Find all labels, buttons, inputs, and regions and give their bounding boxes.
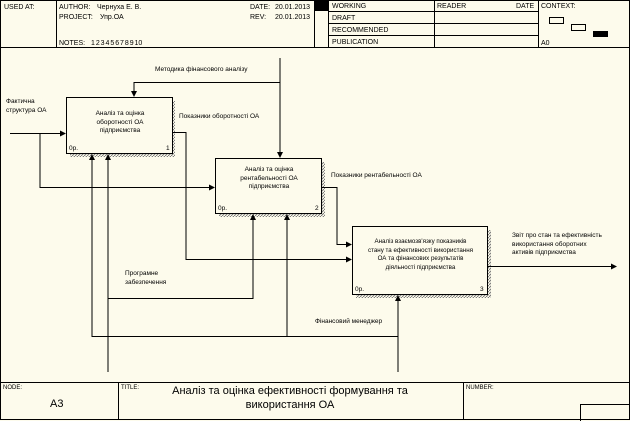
- arrow-output-turnover[interactable]: [173, 132, 348, 260]
- label-line: використання оборотних: [512, 240, 587, 248]
- status-row-divider: [328, 11, 538, 12]
- arrowhead: [395, 295, 401, 301]
- label-output-report: Звіт про стан та ефективність використан…: [512, 232, 602, 258]
- header-divider: [56, 0, 57, 47]
- author-value: Чернуха Е. В.: [97, 4, 142, 11]
- box-1-label: Аналіз та оцінка оборотності ОА підприєм…: [67, 110, 173, 136]
- label-output-turnover: Показники оборотності ОА: [179, 113, 260, 120]
- notes-value: 1 2 3 4 5 6 7 8 9 10: [91, 40, 143, 47]
- arrowhead: [250, 214, 256, 220]
- label-line: Звіт про стан та ефективність: [512, 232, 602, 239]
- arrowhead: [60, 130, 66, 137]
- project-value: Упр.ОА: [100, 14, 124, 21]
- box-3-number: 3: [480, 286, 484, 293]
- title-label: TITLE:: [121, 385, 140, 391]
- footer-divider: [118, 382, 119, 420]
- arrow-output-profitability[interactable]: [322, 187, 348, 245]
- header-divider: [538, 0, 539, 47]
- box-2-line: Аналіз та оцінка: [244, 166, 294, 173]
- footer-number-box: [580, 404, 630, 421]
- label-line: забезпечення: [125, 278, 167, 286]
- label-mechanism-software: Програмне забезпечення: [125, 270, 166, 287]
- footer-divider: [463, 382, 464, 420]
- date-label: DATE:: [250, 4, 271, 11]
- context-node: A0: [541, 40, 550, 47]
- node-label: NODE:: [3, 385, 23, 391]
- arrowhead: [209, 184, 215, 191]
- reader-label: READER: [437, 3, 467, 10]
- arrow-input-structure-box2[interactable]: [39, 134, 211, 188]
- box-2-label: Аналіз та оцінка рентабельності ОА підпр…: [216, 166, 322, 192]
- arrowhead: [89, 154, 95, 160]
- status-row-divider: [328, 23, 538, 24]
- diagram-title: Аналіз та оцінка ефективності формування…: [120, 384, 460, 412]
- footer-top-border: [0, 382, 630, 383]
- box-2-number: 2: [315, 205, 319, 212]
- author-label: AUTHOR:: [59, 4, 91, 11]
- arrowhead: [346, 241, 352, 248]
- arrow-control-box1[interactable]: [133, 82, 280, 94]
- activity-box-3[interactable]: [352, 226, 488, 295]
- box-1-line: оборотності ОА: [96, 118, 144, 126]
- label-output-profitability: Показники рентабельності ОА: [331, 172, 422, 179]
- box-3-line: Аналіз взаємозв'язку показників: [374, 238, 467, 245]
- date-value: 20.01.2013: [275, 4, 311, 11]
- context-box-current-icon: [593, 31, 608, 37]
- status-recommended: RECOMMENDED: [332, 27, 389, 34]
- reader-date-label: DATE: [516, 3, 535, 10]
- label-input-structure: Фактична структура ОА: [6, 98, 46, 115]
- box-1-cost: 0р.: [69, 145, 79, 152]
- label-line: структура ОА: [6, 106, 47, 114]
- header-bottom-border: [0, 47, 630, 48]
- context-box-icon: [571, 24, 586, 31]
- label-line: активів підприємства: [512, 249, 576, 256]
- activity-box-2[interactable]: [215, 158, 322, 214]
- arrowhead: [131, 91, 137, 97]
- box-2-cost: 0р.: [218, 205, 228, 212]
- box-3-label: Аналіз взаємозв'язку показників стану та…: [353, 238, 488, 272]
- arrowhead: [346, 256, 352, 263]
- notes-label: NOTES:: [59, 40, 86, 47]
- arrowhead: [277, 152, 283, 158]
- box-1-line: Аналіз та оцінка: [95, 110, 145, 117]
- used-at-label: USED AT:: [4, 4, 35, 11]
- arrowhead: [105, 154, 111, 160]
- context-label: CONTEXT:: [541, 3, 576, 10]
- box-3-cost: 0р.: [355, 286, 365, 293]
- label-line: Фактична: [6, 98, 35, 105]
- box-2-line: рентабельності ОА: [240, 174, 298, 182]
- status-publication: PUBLICATION: [332, 39, 379, 46]
- header-divider: [314, 0, 315, 47]
- project-label: PROJECT:: [59, 14, 93, 21]
- arrow-mechanism-box2-a[interactable]: [108, 218, 254, 299]
- arrow-mechanism-box1-b[interactable]: [91, 158, 398, 337]
- title-line: використання ОА: [245, 399, 335, 411]
- title-line: Аналіз та оцінка ефективності формування…: [172, 385, 408, 397]
- number-label: NUMBER:: [466, 385, 494, 391]
- context-box-icon: [549, 17, 564, 24]
- status-row-divider: [328, 35, 538, 36]
- arrowhead: [284, 214, 290, 220]
- label-control-methodology: Методика фінансового аналізу: [155, 66, 248, 73]
- rev-label: REV:: [250, 14, 267, 21]
- box-1-number: 1: [166, 145, 170, 152]
- box-3-line: ОА та фінансових результатів: [377, 255, 464, 262]
- box-1-line: підприємства: [99, 127, 141, 134]
- activity-box-1[interactable]: [66, 97, 173, 154]
- arrowhead: [611, 263, 617, 270]
- box-2-line: підприємства: [248, 183, 290, 190]
- box-3-line: діяльності підприємства: [385, 263, 456, 271]
- box-3-line: стану та ефективності використання: [367, 246, 473, 254]
- label-mechanism-manager: Фінансовий менеджер: [315, 318, 383, 325]
- status-draft: DRAFT: [332, 15, 356, 22]
- rev-value: 20.01.2013: [275, 14, 311, 21]
- node-value: A3: [50, 398, 64, 410]
- label-line: Програмне: [125, 270, 159, 277]
- status-working: WORKING: [332, 3, 367, 10]
- working-status-marker: [315, 1, 328, 11]
